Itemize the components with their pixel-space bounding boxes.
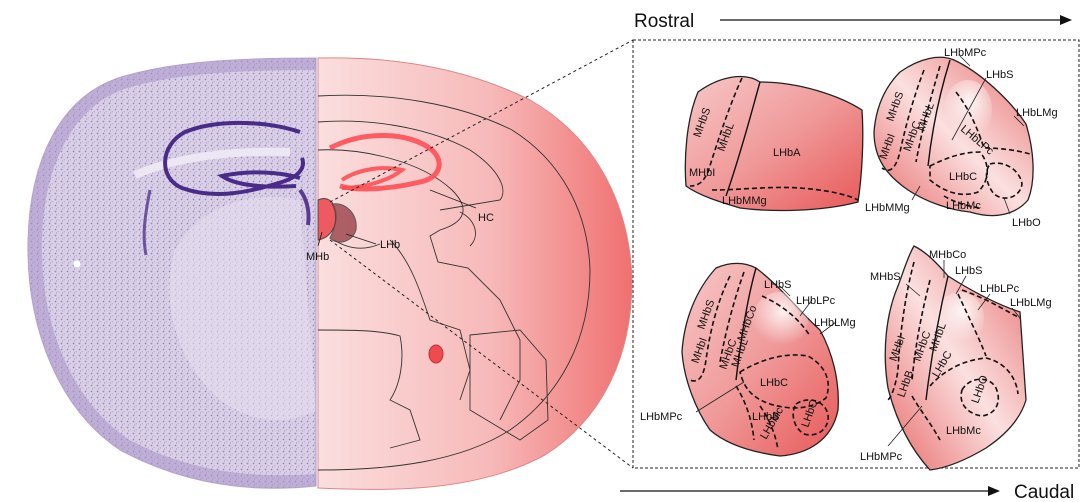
p2-lhbmc: LHbMc bbox=[946, 200, 981, 212]
p4-lhbs: LHbS bbox=[955, 265, 983, 277]
p2-lhblmg: LHbLMg bbox=[1016, 107, 1058, 119]
p1-mhbi: MHbI bbox=[689, 167, 715, 179]
p3-lhbs: LHbS bbox=[764, 279, 792, 291]
caudal-arrow: Caudal bbox=[620, 482, 1074, 502]
p3-lhblpc: LHbLPc bbox=[796, 295, 836, 307]
rostral-label: Rostral bbox=[634, 11, 694, 32]
nissl-hemisection bbox=[28, 58, 316, 488]
p3-lhbmpc: LHbMPc bbox=[640, 411, 683, 423]
p1-lhbmmg: LHbMMg bbox=[722, 195, 767, 207]
p2-lhbs: LHbS bbox=[986, 69, 1014, 81]
p4-lhbmpc: LHbMPc bbox=[860, 451, 903, 463]
hc-label: HC bbox=[478, 212, 494, 224]
p4-mhbs: MHbS bbox=[870, 271, 901, 283]
p2-lhbmmg: LHbMMg bbox=[865, 202, 910, 214]
mhb-label: MHb bbox=[306, 251, 329, 263]
p1-lhba: LHbA bbox=[773, 147, 801, 159]
atlas-hemisection: HC LHb MHb bbox=[306, 58, 632, 490]
p4-lhbmc: LHbMc bbox=[946, 425, 981, 437]
p3-lhbc: LHbC bbox=[760, 377, 788, 389]
p4-mhbco: MHbCo bbox=[929, 249, 966, 261]
lhb-label: LHb bbox=[380, 239, 400, 251]
p2-lhbc: LHbC bbox=[949, 171, 977, 183]
p4-lhblmg: LHbLMg bbox=[1010, 297, 1052, 309]
rostral-arrow: Rostral bbox=[634, 11, 1072, 32]
caudal-label: Caudal bbox=[1014, 482, 1074, 502]
p3-lhblmg: LHbLMg bbox=[814, 317, 856, 329]
habenula-section-rostral-1: MHbS MHbL MHbI LHbA LHbMMg bbox=[685, 77, 862, 211]
p2-lhbo: LHbO bbox=[1012, 217, 1041, 229]
p2-lhbmpc: LHbMPc bbox=[944, 47, 987, 59]
p4-lhblpc: LHbLPc bbox=[980, 283, 1020, 295]
